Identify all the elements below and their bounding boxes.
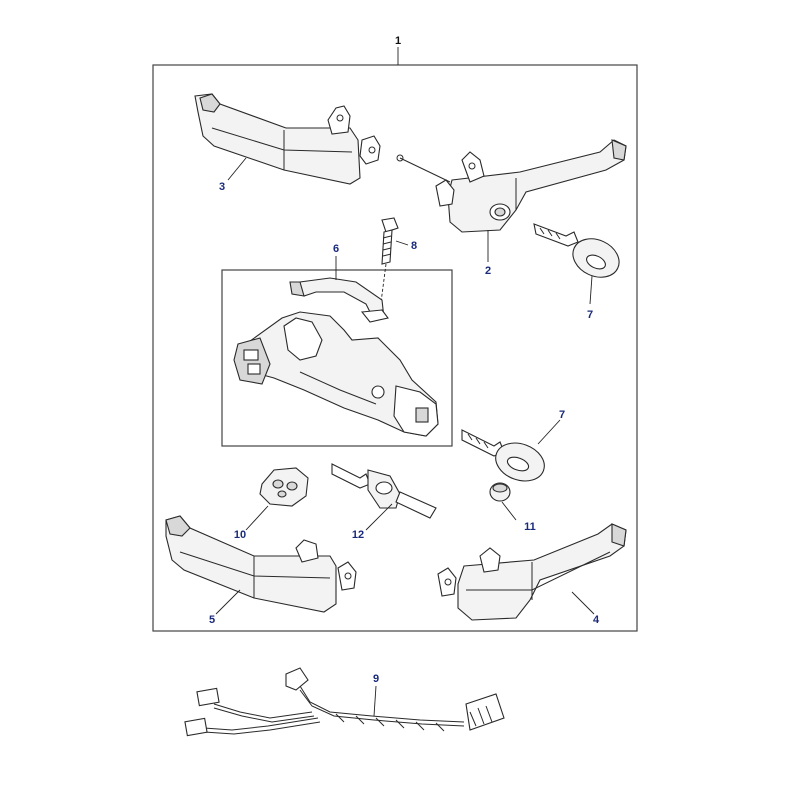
- callout-leaders: [215, 157, 595, 717]
- callout-7-lower: 7: [559, 409, 565, 421]
- callout-7-upper: 7: [587, 309, 593, 321]
- callout-9: 9: [373, 673, 379, 685]
- callout-1: 1: [395, 35, 401, 47]
- callout-12: 12: [352, 529, 364, 541]
- callout-3: 3: [219, 181, 225, 193]
- ignition-switch-part-6: [233, 277, 439, 437]
- door-handle-part-4: [437, 523, 627, 621]
- door-handle-part-5: [165, 515, 357, 613]
- key-part-12: [331, 463, 437, 519]
- door-handle-part-3: [194, 93, 381, 185]
- key-part-7-lower: [461, 429, 545, 482]
- key-part-7-upper: [533, 223, 620, 278]
- bolt-part-8: [379, 217, 399, 311]
- remote-fob-part-10: [259, 467, 309, 507]
- door-handle-part-2: [396, 139, 627, 233]
- wiring-harness-part-9: [184, 667, 505, 737]
- callout-8: 8: [411, 240, 417, 252]
- callout-10: 10: [234, 529, 246, 541]
- main-assembly-frame: [152, 47, 638, 632]
- cap-part-11: [489, 482, 511, 502]
- callout-5: 5: [209, 614, 215, 626]
- ignition-switch-frame: [221, 269, 453, 447]
- callout-labels: 1 3 2 7 6 8 7 10 12 11 5 4 9: [209, 35, 600, 685]
- callout-6: 6: [333, 243, 339, 255]
- callout-11: 11: [524, 521, 536, 533]
- callout-2: 2: [485, 265, 491, 277]
- callout-4: 4: [593, 614, 600, 626]
